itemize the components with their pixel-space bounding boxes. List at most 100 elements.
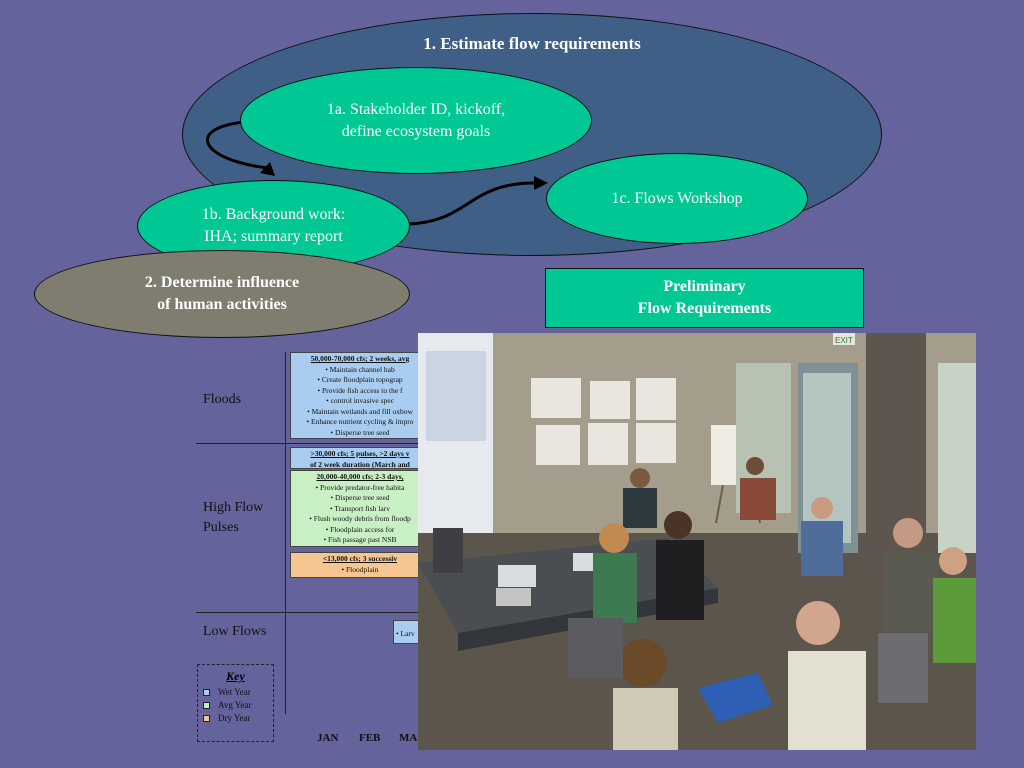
- step1b-line2: IHA; summary report: [204, 228, 343, 245]
- person-head: [746, 457, 764, 475]
- month-feb: FEB: [359, 732, 381, 744]
- pulse-wet-line: of 2 week duration (March and: [310, 459, 410, 469]
- key-swatch-wet: [203, 688, 210, 696]
- person-body: [883, 551, 938, 631]
- pulse-avg-item: • Flush woody debris from floodp: [309, 514, 411, 523]
- person-head: [619, 639, 667, 687]
- key-item-wet: Wet Year: [203, 687, 273, 697]
- person-body: [788, 651, 866, 750]
- key-legend: Key Wet Year Avg Year Dry Year: [197, 664, 274, 742]
- person-body: [656, 540, 704, 620]
- floods-box-item: • Maintain channel hab: [325, 364, 395, 374]
- laptop: [498, 565, 536, 587]
- person-body: [613, 688, 678, 750]
- row-label-high-flow-line2: Pulses: [203, 520, 239, 535]
- row-label-high-flow: High Flow Pulses: [203, 498, 263, 538]
- key-title: Key: [226, 669, 245, 683]
- pulse-avg-header: 20,000-40,000 cfs; 2-3 days,: [316, 472, 404, 481]
- step2-ellipse: 2. Determine influence of human activiti…: [34, 250, 410, 338]
- floods-box-item: • Disperse tree seed: [330, 427, 390, 437]
- table: [418, 538, 718, 633]
- wall-poster: [588, 423, 628, 465]
- workshop-photo: EXIT: [418, 333, 976, 750]
- binder: [698, 673, 773, 723]
- month-mar: MA: [399, 732, 418, 744]
- person-body: [740, 478, 776, 520]
- arrow-1a-to-1b-head: [260, 162, 275, 176]
- window-right: [938, 363, 976, 553]
- exit-sign-text: EXIT: [835, 336, 853, 345]
- preliminary-line2: Flow Requirements: [637, 300, 772, 317]
- step1a-line2: define ecosystem goals: [341, 122, 491, 140]
- arrow-1b-to-1c-head: [534, 176, 548, 190]
- chair: [568, 618, 623, 678]
- pulse-avg-item: • Provide predator-free habita: [315, 482, 405, 492]
- key-swatch-avg: [203, 701, 210, 709]
- person-head: [939, 547, 967, 575]
- pillar: [866, 333, 926, 583]
- key-swatch-dry: [203, 714, 210, 722]
- person-head: [630, 468, 650, 488]
- step1a-line1: 1a. Stakeholder ID, kickoff,: [326, 100, 506, 118]
- month-jan: JAN: [317, 732, 339, 744]
- key-label-avg: Avg Year: [218, 700, 252, 710]
- arrow-1b-to-1c: [407, 181, 538, 226]
- preliminary-line1: Preliminary: [663, 278, 746, 295]
- floods-box-item: • control invasive spec: [326, 396, 394, 405]
- person-body: [593, 553, 637, 623]
- projector: [496, 588, 531, 606]
- step1a-ellipse: 1a. Stakeholder ID, kickoff, define ecos…: [240, 67, 592, 174]
- key-label-wet: Wet Year: [218, 687, 251, 697]
- preliminary-flow-box: Preliminary Flow Requirements: [545, 268, 864, 328]
- pulse-avg-box: 20,000-40,000 cfs; 2-3 days, • Provide p…: [290, 470, 430, 547]
- wall-poster: [531, 378, 581, 418]
- slide-divider-floods: [196, 443, 420, 444]
- floods-box-item: • Enhance nutrient cycling & impro: [306, 417, 414, 426]
- key-item-dry: Dry Year: [203, 713, 273, 723]
- slide-divider-pulses: [196, 612, 420, 613]
- wall-poster: [636, 423, 676, 463]
- step1c-label: 1c. Flows Workshop: [611, 189, 743, 207]
- row-label-high-flow-line1: High Flow: [203, 500, 264, 515]
- pulse-dry-box: <13,000 cfs; 3 successiv • Floodplain: [290, 552, 430, 578]
- step2-line1: 2. Determine influence: [144, 274, 300, 291]
- row-label-low-flows: Low Flows: [203, 624, 267, 639]
- chair: [878, 633, 928, 703]
- pulse-dry-item: • Floodplain: [341, 564, 379, 574]
- pulse-avg-item: • Transport fish larv: [330, 503, 390, 513]
- wall-poster: [536, 425, 580, 465]
- wall-poster: [590, 381, 630, 419]
- person-body: [623, 488, 657, 528]
- floods-box-header: 50,000-70,000 cfs; 2 weeks, avg: [310, 354, 410, 363]
- floods-box-item: • Create floodplain topograp: [317, 375, 403, 384]
- key-item-avg: Avg Year: [203, 700, 273, 710]
- pulse-wet-box: >30,000 cfs; 5 pulses, >2 days v of 2 we…: [290, 447, 430, 469]
- pulse-avg-item: • Fish passage past NSB: [323, 535, 397, 544]
- person-head: [893, 518, 923, 548]
- arrow-1a-to-1b: [206, 120, 269, 170]
- wall-poster: [636, 378, 676, 420]
- slide-vertical-axis: [285, 352, 286, 714]
- workshop-photo-art: EXIT: [418, 333, 976, 750]
- floods-box-item: • Provide fish access to the f: [317, 385, 403, 395]
- person-head: [811, 497, 833, 519]
- person-head: [796, 601, 840, 645]
- person-head: [664, 511, 692, 539]
- person-body: [801, 521, 843, 576]
- floods-box-item: • Maintain wetlands and fill oxbow: [307, 406, 413, 416]
- key-label-dry: Dry Year: [218, 713, 251, 723]
- person-body: [933, 578, 976, 663]
- pulse-dry-header: <13,000 cfs; 3 successiv: [322, 554, 398, 563]
- chair: [433, 528, 463, 573]
- row-label-floods: Floods: [203, 392, 242, 407]
- step1c-ellipse: 1c. Flows Workshop: [546, 153, 808, 244]
- floods-box: 50,000-70,000 cfs; 2 weeks, avg • Mainta…: [290, 352, 430, 439]
- exit-sign: [833, 333, 855, 345]
- pulse-avg-item: • Floodplain access for: [325, 524, 395, 534]
- pulse-avg-item: • Disperse tree seed: [330, 493, 390, 502]
- pulse-wet-line: >30,000 cfs; 5 pulses, >2 days v: [310, 449, 410, 458]
- step1-label: 1. Estimate flow requirements: [423, 34, 641, 53]
- step1b-line1: 1b. Background work:: [201, 206, 346, 223]
- step2-line2: of human activities: [157, 296, 287, 313]
